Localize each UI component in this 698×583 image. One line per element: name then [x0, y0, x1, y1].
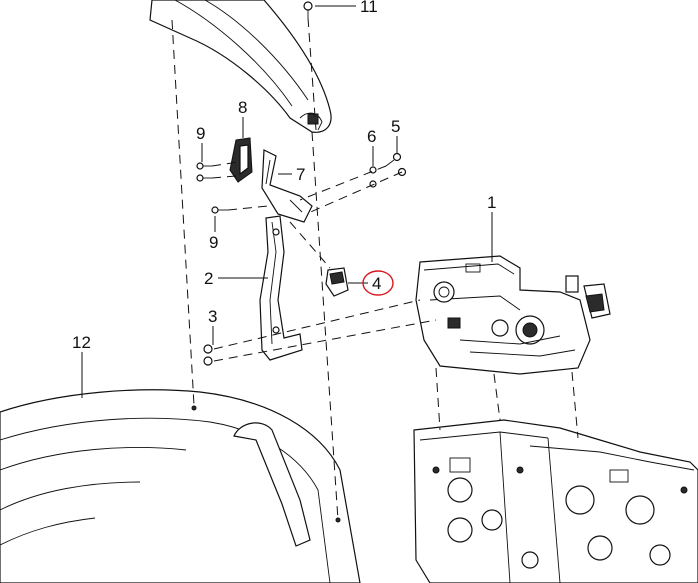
callout-6: 6	[367, 127, 376, 146]
bolt-5	[385, 152, 407, 177]
callout-8: 8	[238, 98, 247, 117]
callout-9-upper: 9	[196, 124, 205, 143]
pump-solenoid	[565, 275, 611, 319]
callout-4-highlight-circle	[362, 270, 394, 296]
pedal-mount-bracket	[261, 149, 313, 223]
upper-fender-bracket	[149, 0, 332, 133]
assembly-guide-lines	[171, 17, 579, 521]
screw-9-upper	[196, 162, 212, 182]
callout-11: 11	[360, 0, 378, 16]
sensor-4	[325, 267, 349, 297]
fender-12	[0, 389, 361, 583]
callout-4: 4	[372, 274, 381, 293]
callout-1: 1	[487, 193, 496, 212]
screw-9-lower	[211, 206, 228, 214]
callout-7: 7	[296, 165, 305, 184]
callout-9-lower: 9	[209, 233, 218, 252]
pedal-arm-2	[259, 215, 303, 361]
callout-3: 3	[208, 307, 217, 326]
callout-5: 5	[391, 117, 400, 136]
bolt-11	[303, 1, 313, 18]
rubber-pad-8	[229, 137, 253, 183]
screw-3	[203, 344, 213, 366]
leader-lines	[81, 5, 493, 398]
washer-6	[369, 166, 377, 188]
callout-2: 2	[204, 269, 213, 288]
callout-12: 12	[72, 333, 91, 352]
engine-block	[413, 419, 698, 583]
pump-assembly-1	[415, 255, 591, 375]
